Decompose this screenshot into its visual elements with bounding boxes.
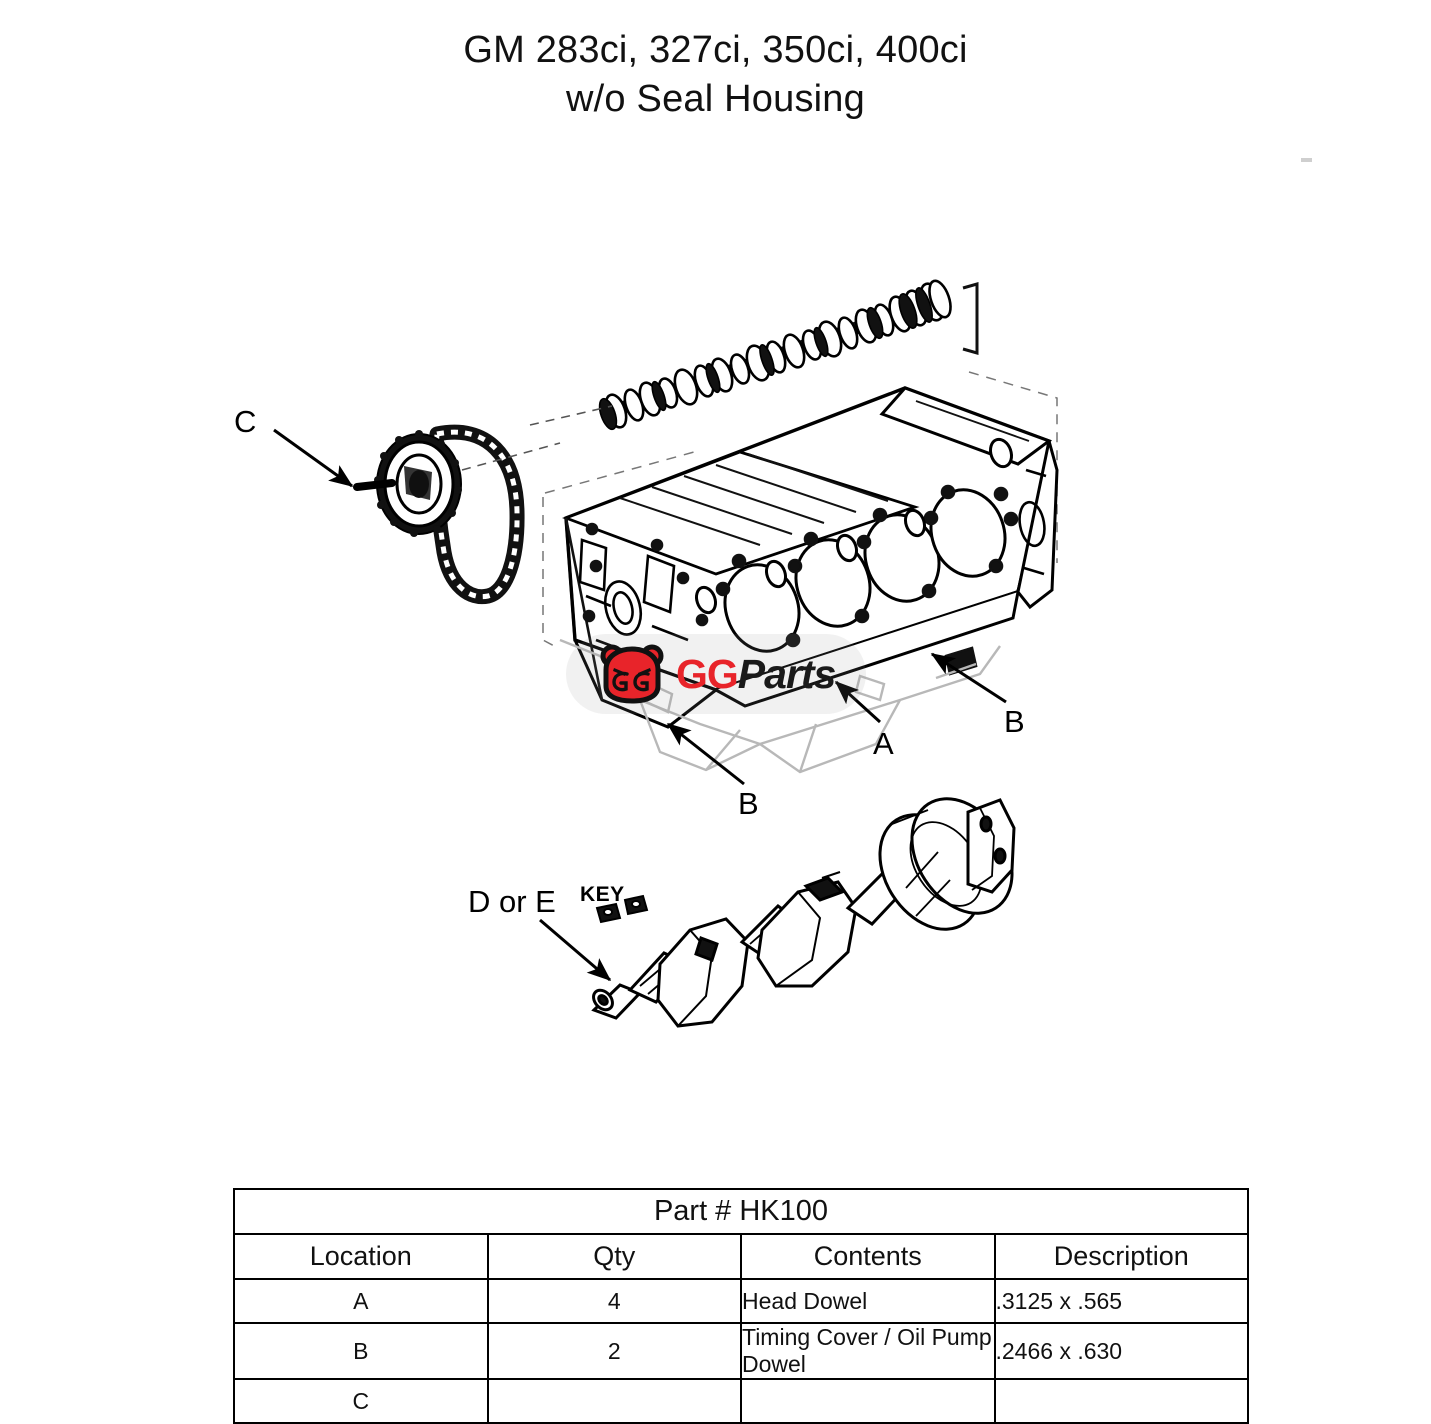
timing-sprocket: [353, 430, 462, 537]
cell-location: B: [233, 1322, 489, 1380]
column-header-qty: Qty: [486, 1233, 742, 1280]
timing-chain-group: [353, 405, 613, 605]
parts-list-table: Part # HK100 Location Qty Contents Descr…: [233, 1188, 1249, 1424]
table-row: B 2 Timing Cover / Oil Pump Dowel .2466 …: [233, 1322, 1249, 1380]
cell-contents: Head Dowel: [740, 1278, 996, 1324]
cell-qty: 4: [486, 1278, 742, 1324]
cell-description: [993, 1378, 1249, 1424]
cell-qty: [486, 1378, 742, 1424]
cell-contents: [740, 1378, 996, 1424]
title-line-2: w/o Seal Housing: [566, 77, 865, 120]
callout-label-b-lower: B: [738, 786, 759, 821]
callout-label-key: KEY: [580, 883, 625, 906]
column-header-description: Description: [993, 1233, 1249, 1280]
cell-description: .2466 x .630: [993, 1322, 1249, 1380]
leader-a: [834, 680, 882, 724]
timing-sprocket-dowel: [353, 479, 396, 491]
table-part-header-row: Part # HK100: [233, 1188, 1249, 1235]
head-dowel-boss: [694, 585, 718, 615]
cell-contents: Timing Cover / Oil Pump Dowel: [740, 1322, 996, 1380]
table-row-partial: C: [233, 1378, 1249, 1424]
cell-qty: 2: [486, 1322, 742, 1380]
cell-description: .3125 x .565: [993, 1278, 1249, 1324]
leader-b-lower: [666, 722, 745, 786]
camshaft-group: [598, 279, 979, 431]
page-title: GM 283ci, 327ci, 350ci, 400ci w/o Seal H…: [0, 26, 1431, 123]
callout-label-b-right: B: [1004, 704, 1025, 739]
engine-block: [542, 371, 1059, 729]
column-header-location: Location: [233, 1233, 489, 1280]
table-header-row: Location Qty Contents Description: [233, 1233, 1249, 1280]
crankshaft: [591, 797, 1016, 1028]
title-line-1: GM 283ci, 327ci, 350ci, 400ci: [463, 29, 968, 71]
callout-label-c: C: [234, 404, 257, 439]
head-dowel-boss: [764, 559, 788, 589]
camshaft-bracket: [962, 282, 979, 355]
callout-label-a: A: [873, 726, 894, 761]
column-header-contents: Contents: [740, 1233, 996, 1280]
exploded-parts-diagram: [273, 279, 1059, 1028]
head-dowel-boss: [835, 533, 859, 563]
table-row: A 4 Head Dowel .3125 x .565: [233, 1278, 1249, 1324]
leader-c: [273, 428, 354, 488]
head-dowel-boss: [903, 508, 927, 538]
cell-location: C: [233, 1378, 489, 1424]
leader-d-or-e: [539, 918, 612, 982]
leader-b-right: [930, 652, 1007, 704]
crank-keys: [595, 894, 649, 924]
cell-location: A: [233, 1278, 489, 1324]
scan-speck: [1301, 158, 1312, 162]
part-number-header: Part # HK100: [233, 1188, 1249, 1235]
callout-label-d-or-e: D or E: [468, 884, 556, 919]
camshaft: [598, 279, 952, 431]
